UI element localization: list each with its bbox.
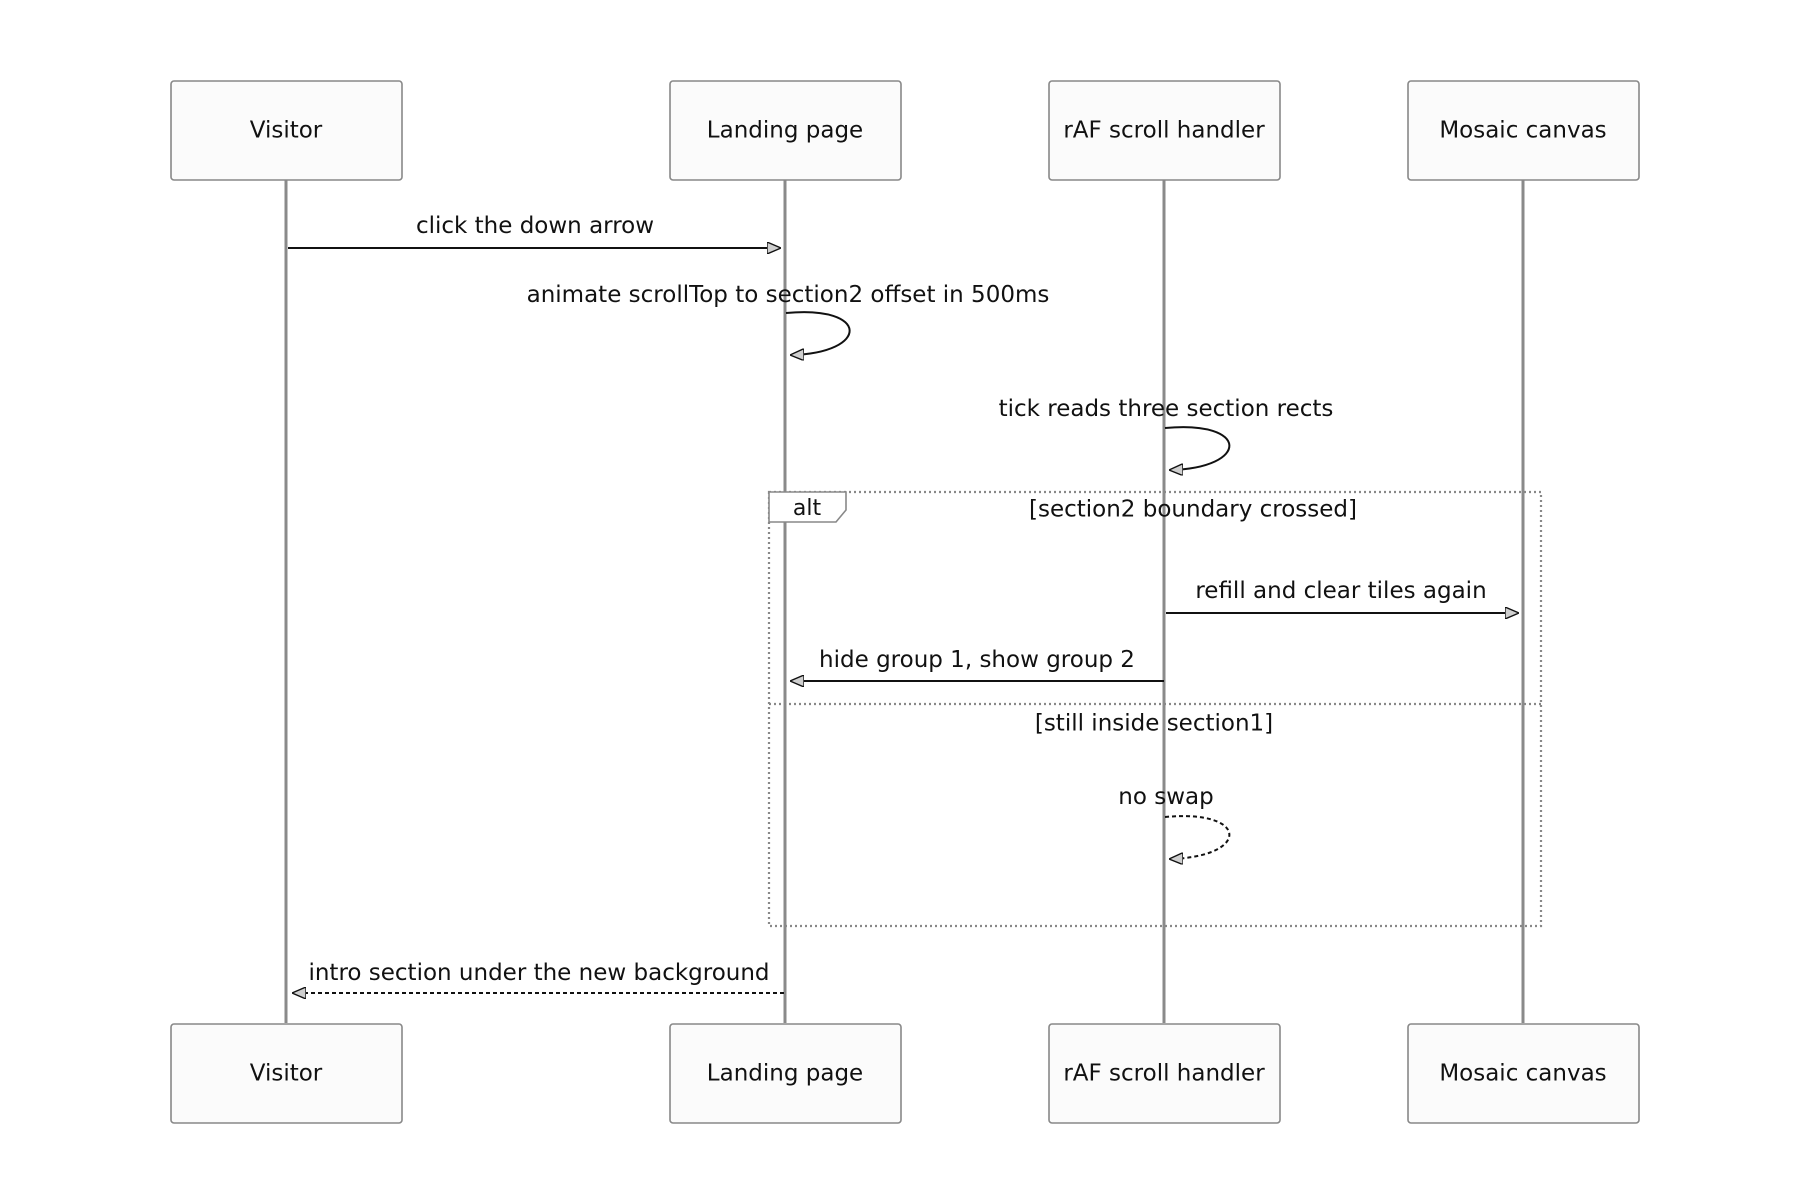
message-label: refill and clear tiles again: [1195, 578, 1486, 604]
actor-mosaic-canvas-top: Mosaic canvas: [1407, 80, 1640, 181]
actor-label: Landing page: [707, 118, 863, 144]
actor-label: Landing page: [707, 1061, 863, 1087]
actor-mosaic-canvas-bottom: Mosaic canvas: [1407, 1023, 1640, 1124]
actor-label: rAF scroll handler: [1063, 1061, 1265, 1087]
alt-frame: alt [section2 boundary crossed] [still i…: [767, 490, 1543, 928]
actor-landing-page-top: Landing page: [669, 80, 902, 181]
actor-label: Visitor: [250, 1061, 323, 1087]
message-label: click the down arrow: [416, 213, 654, 239]
actor-landing-page-bottom: Landing page: [669, 1023, 902, 1124]
message-animate-scrolltop: animate scrollTop to section2 offset in …: [527, 282, 1050, 355]
message-tick-reads-rects: tick reads three section rects: [999, 396, 1334, 470]
message-intro-section: intro section under the new background: [293, 960, 784, 993]
alt-condition-1: [section2 boundary crossed]: [1029, 497, 1357, 523]
actor-visitor-top: Visitor: [170, 80, 403, 181]
message-label: animate scrollTop to section2 offset in …: [527, 282, 1050, 308]
actor-label: rAF scroll handler: [1063, 118, 1265, 144]
actor-label: Mosaic canvas: [1439, 1061, 1606, 1087]
message-label: hide group 1, show group 2: [819, 647, 1135, 673]
actor-label: Mosaic canvas: [1439, 118, 1606, 144]
actor-raf-scroll-handler-bottom: rAF scroll handler: [1048, 1023, 1281, 1124]
message-label: no swap: [1118, 784, 1213, 810]
alt-condition-2: [still inside section1]: [1035, 711, 1273, 737]
message-label: tick reads three section rects: [999, 396, 1334, 422]
actor-label: Visitor: [250, 118, 323, 144]
message-click-down-arrow: click the down arrow: [288, 213, 780, 248]
message-label: intro section under the new background: [308, 960, 769, 986]
actor-visitor-bottom: Visitor: [170, 1023, 403, 1124]
message-no-swap: no swap: [1118, 784, 1231, 859]
actor-raf-scroll-handler-top: rAF scroll handler: [1048, 80, 1281, 181]
message-hide-show-group: hide group 1, show group 2: [791, 647, 1164, 681]
alt-keyword: alt: [793, 496, 822, 521]
message-refill-tiles: refill and clear tiles again: [1166, 578, 1518, 613]
